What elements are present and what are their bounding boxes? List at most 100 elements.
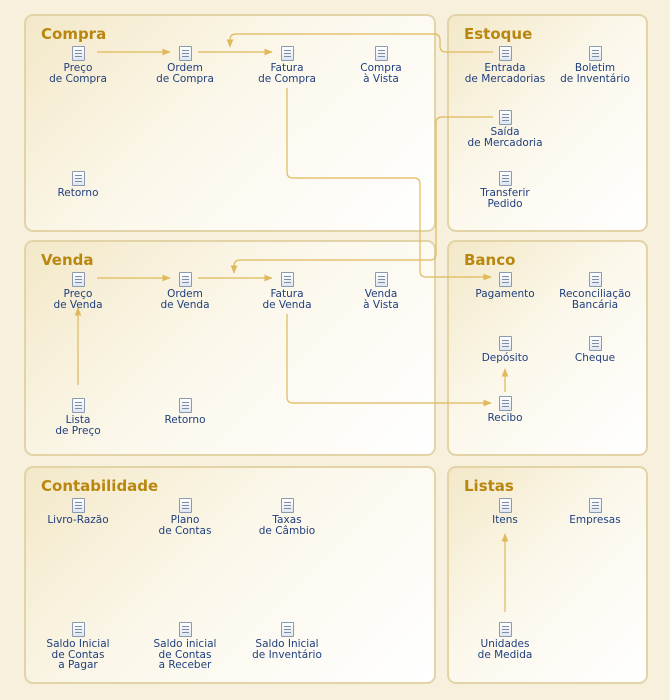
item-label: Depósito: [481, 352, 529, 364]
estoque-boletim-de-inventario[interactable]: Boletim de Inventário: [545, 46, 645, 84]
contabilidade-saldo-contas-pagar[interactable]: Saldo Inicial de Contas a Pagar: [28, 622, 128, 671]
contabilidade-saldo-inventario[interactable]: Saldo Inicial de Inventário: [237, 622, 337, 660]
contabilidade-livro-razao[interactable]: Livro-Razão: [28, 498, 128, 526]
venda-lista-de-preco[interactable]: Lista de Preço: [28, 398, 128, 436]
compra-ordem-de-compra[interactable]: Ordem de Compra: [135, 46, 235, 84]
estoque-saida-de-mercadoria[interactable]: Saída de Mercadoria: [455, 110, 555, 148]
contabilidade-plano-de-contas[interactable]: Plano de Contas: [135, 498, 235, 536]
item-label: Venda à Vista: [363, 288, 399, 311]
panel-venda: Venda: [24, 240, 436, 456]
item-label: Livro-Razão: [47, 514, 109, 526]
arrow-entrada-to-ordem-compra: [226, 33, 493, 53]
arrow-fatura-venda-to-recibo: [286, 314, 492, 407]
item-label: Cheque: [574, 352, 616, 364]
document-icon: [71, 46, 85, 61]
banco-reconciliacao-bancaria[interactable]: Reconciliação Bancária: [545, 272, 645, 310]
venda-retorno[interactable]: Retorno: [135, 398, 235, 426]
document-icon: [178, 622, 192, 637]
item-label: Fatura de Venda: [262, 288, 312, 311]
document-icon: [71, 272, 85, 287]
document-icon: [71, 171, 85, 186]
venda-ordem-de-venda[interactable]: Ordem de Venda: [135, 272, 235, 310]
item-label: Fatura de Compra: [258, 62, 316, 85]
document-icon: [71, 622, 85, 637]
document-icon: [178, 46, 192, 61]
estoque-entrada-de-mercadorias[interactable]: Entrada de Mercadorias: [455, 46, 555, 84]
venda-a-vista[interactable]: Venda à Vista: [331, 272, 431, 310]
document-icon: [280, 498, 294, 513]
item-label: Lista de Preço: [55, 414, 101, 437]
panel-listas: Listas: [447, 466, 648, 684]
item-label: Taxas de Câmbio: [258, 514, 316, 537]
item-label: Pagamento: [475, 288, 535, 300]
document-icon: [374, 272, 388, 287]
document-icon: [374, 46, 388, 61]
document-icon: [588, 46, 602, 61]
item-label: Saída de Mercadoria: [467, 126, 543, 149]
item-label: Unidades de Medida: [477, 638, 533, 661]
document-icon: [178, 398, 192, 413]
panel-compra: Compra: [24, 14, 436, 232]
item-label: Empresas: [569, 514, 621, 526]
item-label: Ordem de Venda: [160, 288, 210, 311]
document-icon: [71, 398, 85, 413]
item-label: Plano de Contas: [158, 514, 212, 537]
listas-empresas[interactable]: Empresas: [545, 498, 645, 526]
document-icon: [280, 272, 294, 287]
item-label: Saldo Inicial de Inventário: [252, 638, 322, 661]
document-icon: [178, 272, 192, 287]
compra-retorno[interactable]: Retorno: [28, 171, 128, 199]
item-label: Saldo Inicial de Contas a Pagar: [46, 638, 110, 671]
panel-title-estoque: Estoque: [464, 25, 533, 43]
document-icon: [280, 46, 294, 61]
item-label: Saldo inicial de Contas a Receber: [153, 638, 217, 671]
item-label: Itens: [492, 514, 518, 526]
item-label: Entrada de Mercadorias: [464, 62, 546, 85]
item-label: Retorno: [57, 187, 99, 199]
compra-preco-de-compra[interactable]: Preço de Compra: [28, 46, 128, 84]
panel-title-compra: Compra: [41, 25, 107, 43]
document-icon: [588, 498, 602, 513]
compra-a-vista[interactable]: Compra à Vista: [331, 46, 431, 84]
item-label: Boletim de Inventário: [560, 62, 630, 85]
listas-unidades-de-medida[interactable]: Unidades de Medida: [455, 622, 555, 660]
panel-contabilidade: Contabilidade: [24, 466, 436, 684]
panel-banco: Banco: [447, 240, 648, 456]
document-icon: [498, 396, 512, 411]
document-icon: [498, 622, 512, 637]
item-label: Transferir Pedido: [480, 187, 530, 210]
item-label: Recibo: [487, 412, 523, 424]
compra-fatura-de-compra[interactable]: Fatura de Compra: [237, 46, 337, 84]
banco-pagamento[interactable]: Pagamento: [455, 272, 555, 300]
contabilidade-taxas-de-cambio[interactable]: Taxas de Câmbio: [237, 498, 337, 536]
listas-itens[interactable]: Itens: [455, 498, 555, 526]
banco-recibo[interactable]: Recibo: [455, 396, 555, 424]
venda-preco-de-venda[interactable]: Preço de Venda: [28, 272, 128, 310]
item-label: Preço de Venda: [53, 288, 103, 311]
item-label: Compra à Vista: [360, 62, 402, 85]
document-icon: [498, 272, 512, 287]
document-icon: [498, 336, 512, 351]
panel-title-listas: Listas: [464, 477, 514, 495]
contabilidade-saldo-contas-receber[interactable]: Saldo inicial de Contas a Receber: [135, 622, 235, 671]
document-icon: [498, 46, 512, 61]
item-label: Preço de Compra: [49, 62, 107, 85]
document-icon: [588, 336, 602, 351]
panel-estoque: Estoque: [447, 14, 648, 232]
document-icon: [178, 498, 192, 513]
item-label: Reconciliação Bancária: [559, 288, 631, 311]
document-icon: [498, 110, 512, 125]
document-icon: [498, 171, 512, 186]
panel-title-banco: Banco: [464, 251, 516, 269]
document-icon: [280, 622, 294, 637]
banco-cheque[interactable]: Cheque: [545, 336, 645, 364]
banco-deposito[interactable]: Depósito: [455, 336, 555, 364]
arrow-fatura-compra-to-pagamento: [286, 88, 492, 281]
venda-fatura-de-venda[interactable]: Fatura de Venda: [237, 272, 337, 310]
estoque-transferir-pedido[interactable]: Transferir Pedido: [455, 171, 555, 209]
panel-title-venda: Venda: [41, 251, 94, 269]
panel-title-contabilidade: Contabilidade: [41, 477, 159, 495]
document-icon: [498, 498, 512, 513]
document-icon: [588, 272, 602, 287]
